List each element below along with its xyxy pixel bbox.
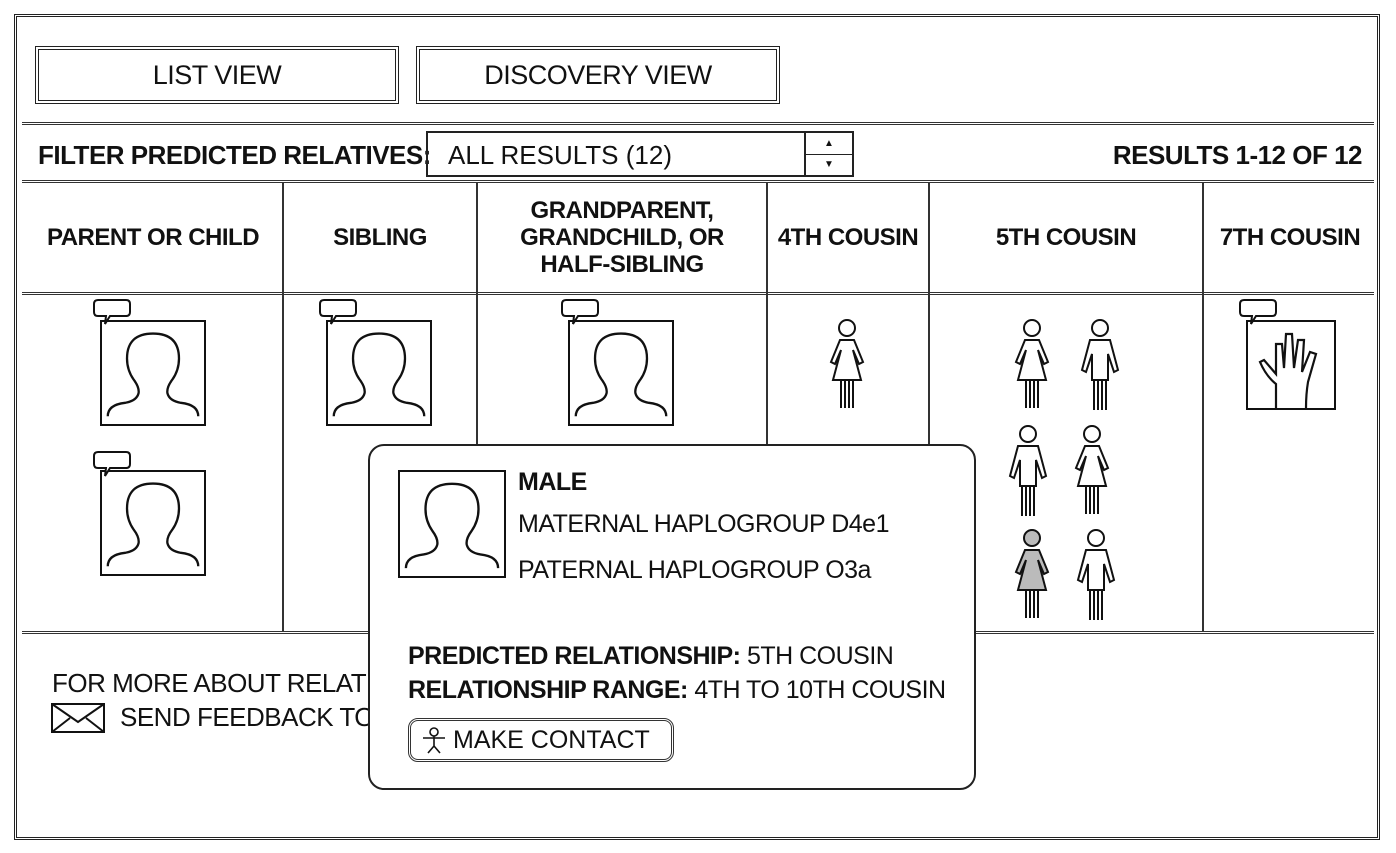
relative-photo [398, 470, 506, 578]
avatar-icon [102, 472, 204, 574]
column-header-4th-cousin: 4TH COUSIN [777, 223, 919, 251]
spinner-up-icon[interactable]: ▲ [806, 133, 852, 155]
predicted-relationship: PREDICTED RELATIONSHIP: 5TH COUSIN [408, 642, 894, 671]
send-feedback-link[interactable]: SEND FEEDBACK TO [120, 702, 375, 732]
column-divider [928, 182, 930, 444]
discovery-view-tab[interactable]: DISCOVERY VIEW [416, 46, 780, 104]
hand-icon [1258, 332, 1318, 409]
divider [22, 292, 1374, 295]
relationship-range-value: 4TH TO 10TH COUSIN [694, 676, 946, 704]
relative-detail-popup: MALE MATERNAL HAPLOGROUP D4e1 PATERNAL H… [368, 444, 976, 790]
message-bubble-icon[interactable] [318, 298, 358, 328]
female-icon[interactable] [825, 318, 869, 414]
results-count: RESULTS 1-12 OF 12 [1112, 140, 1363, 170]
female-selected-icon[interactable] [1010, 528, 1054, 624]
message-bubble-icon[interactable] [1238, 298, 1278, 328]
filter-select[interactable]: ALL RESULTS (12) ▲ ▼ [426, 131, 854, 177]
avatar-icon [570, 322, 672, 424]
avatar-icon [328, 322, 430, 424]
column-divider [476, 182, 478, 444]
filter-select-value: ALL RESULTS (12) [448, 140, 672, 170]
relative-photo[interactable] [1246, 320, 1336, 410]
column-divider [766, 182, 768, 444]
filter-label: FILTER PREDICTED RELATIVES: [38, 140, 431, 170]
column-divider [1202, 182, 1204, 632]
avatar-icon [400, 472, 504, 576]
female-icon[interactable] [1070, 424, 1114, 520]
column-header-7th-cousin: 7TH COUSIN [1219, 223, 1361, 251]
relationship-range: RELATIONSHIP RANGE: 4TH TO 10TH COUSIN [408, 676, 946, 705]
column-header-sibling: SIBLING [333, 223, 427, 251]
column-header-parent-child: PARENT OR CHILD [46, 223, 260, 251]
maternal-haplogroup: MATERNAL HAPLOGROUP D4e1 [518, 510, 889, 538]
envelope-icon[interactable] [50, 702, 106, 734]
predicted-relationship-label: PREDICTED RELATIONSHIP: [408, 642, 741, 670]
male-icon[interactable] [1006, 424, 1050, 520]
male-icon[interactable] [1078, 318, 1122, 414]
predicted-relationship-value: 5TH COUSIN [746, 642, 894, 670]
relative-sex: MALE [518, 468, 587, 496]
column-header-5th-cousin: 5TH COUSIN [995, 223, 1137, 251]
paternal-haplogroup: PATERNAL HAPLOGROUP O3a [518, 556, 871, 584]
spinner-down-icon[interactable]: ▼ [824, 159, 834, 171]
more-about-relatives-text: FOR MORE ABOUT RELATIV [52, 668, 390, 698]
relative-photo[interactable] [326, 320, 432, 426]
make-contact-label: MAKE CONTACT [453, 725, 650, 754]
avatar-icon [102, 322, 204, 424]
relative-photo[interactable] [100, 320, 206, 426]
divider [22, 180, 1374, 183]
male-icon[interactable] [1074, 528, 1118, 624]
column-header-grandparent: GRANDPARENT, GRANDCHILD, OR HALF-SIBLING [520, 196, 724, 278]
filter-spinner[interactable]: ▲ ▼ [804, 133, 852, 175]
relationship-range-label: RELATIONSHIP RANGE: [408, 676, 688, 704]
person-icon [423, 727, 445, 754]
make-contact-button[interactable]: MAKE CONTACT [408, 718, 674, 762]
message-bubble-icon[interactable] [92, 298, 132, 328]
divider [22, 122, 1374, 125]
column-divider [282, 182, 284, 632]
message-bubble-icon[interactable] [92, 450, 132, 480]
relative-photo[interactable] [100, 470, 206, 576]
relatives-window [14, 14, 1380, 840]
list-view-tab[interactable]: LIST VIEW [35, 46, 399, 104]
message-bubble-icon[interactable] [560, 298, 600, 328]
relative-photo[interactable] [568, 320, 674, 426]
female-icon[interactable] [1010, 318, 1054, 414]
